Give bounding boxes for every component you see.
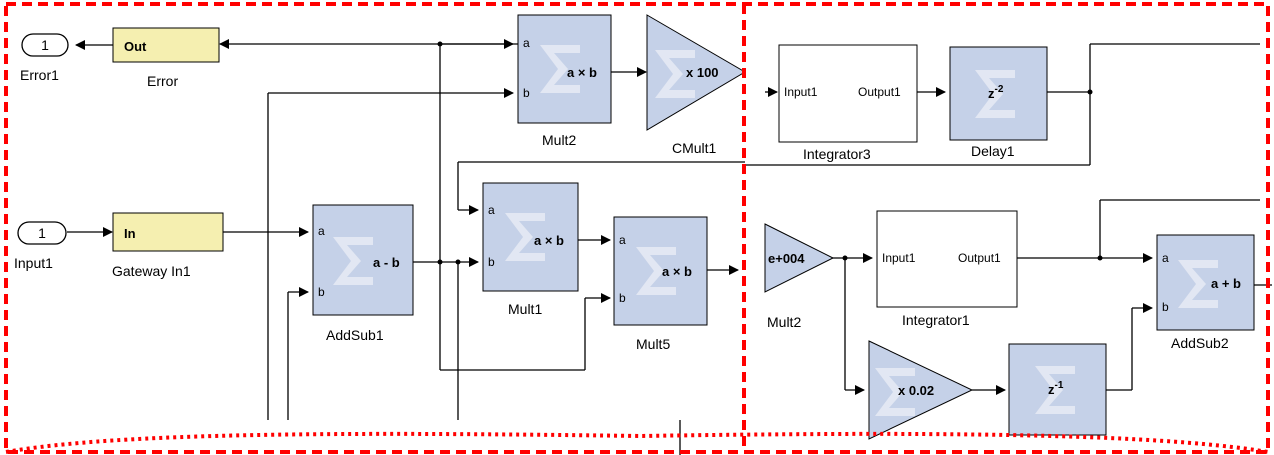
addsub1-block[interactable]: a b a - b AddSub1 bbox=[312, 204, 414, 343]
delay-z1-block[interactable]: z-1 bbox=[1008, 343, 1107, 436]
addsub1-op: a - b bbox=[373, 255, 400, 270]
cmult2-gain-block[interactable]: e+004 Mult2 bbox=[764, 223, 835, 330]
port-a-label: a bbox=[1162, 251, 1169, 265]
addsub1-label: AddSub1 bbox=[326, 327, 384, 343]
cmult3-op: x 0.02 bbox=[898, 383, 934, 398]
port-b-label: b bbox=[619, 291, 626, 305]
gateway-in-label: Gateway In1 bbox=[112, 263, 191, 279]
mult5-label: Mult5 bbox=[636, 336, 670, 352]
mult2-block[interactable]: a b a × b Mult2 bbox=[517, 14, 612, 148]
port-b-label: b bbox=[1162, 300, 1169, 314]
input1-inport[interactable]: 1 Input1 bbox=[14, 221, 67, 271]
port-a-label: a bbox=[488, 203, 495, 217]
subsystem-input-port: Input1 bbox=[784, 85, 818, 99]
port-a-label: a bbox=[619, 233, 626, 247]
gateway-in-text: In bbox=[124, 226, 136, 241]
port-a-label: a bbox=[318, 224, 325, 238]
input1-label: Input1 bbox=[14, 255, 53, 271]
gateway-out-block[interactable]: Out Error bbox=[112, 27, 220, 89]
error1-outport[interactable]: 1 Error1 bbox=[20, 33, 69, 83]
delay1-label: Delay1 bbox=[971, 143, 1015, 159]
subsystem-output-port: Output1 bbox=[858, 85, 901, 99]
error1-label: Error1 bbox=[20, 67, 59, 83]
mult2-label: Mult2 bbox=[542, 132, 576, 148]
cmult1-label: CMult1 bbox=[672, 140, 717, 156]
mult1-label: Mult1 bbox=[508, 301, 542, 317]
signal-wires bbox=[67, 39, 1272, 455]
mult1-op: a × b bbox=[534, 233, 564, 248]
integrator1-subsystem[interactable]: Input1 Output1 Integrator1 bbox=[876, 210, 1018, 328]
gateway-out-text: Out bbox=[124, 39, 147, 54]
delay1-block[interactable]: z-2 Delay1 bbox=[949, 46, 1048, 159]
cmult1-gain-block[interactable]: x 100 CMult1 bbox=[646, 14, 746, 156]
cmult2-label: Mult2 bbox=[767, 314, 801, 330]
cmult3-gain-block[interactable]: x 0.02 bbox=[868, 340, 974, 440]
cmult2-op: e+004 bbox=[768, 251, 805, 266]
addsub2-block[interactable]: a b a + b AddSub2 bbox=[1156, 234, 1255, 351]
integrator3-subsystem[interactable]: Input1 Output1 Integrator3 bbox=[778, 44, 918, 162]
input1-port-number: 1 bbox=[38, 225, 46, 241]
addsub2-label: AddSub2 bbox=[1171, 335, 1229, 351]
port-b-label: b bbox=[488, 255, 495, 269]
mult5-block[interactable]: a b a × b Mult5 bbox=[613, 216, 708, 352]
gateway-in-block[interactable]: In Gateway In1 bbox=[112, 212, 224, 279]
highlight-frames bbox=[4, 2, 1270, 454]
mult1-block[interactable]: a b a × b Mult1 bbox=[482, 182, 579, 317]
port-b-label: b bbox=[523, 86, 530, 100]
cmult1-op: x 100 bbox=[686, 65, 719, 80]
mult5-op: a × b bbox=[662, 264, 692, 279]
addsub2-op: a + b bbox=[1211, 276, 1241, 291]
gateway-out-label: Error bbox=[147, 73, 178, 89]
port-b-label: b bbox=[318, 285, 325, 299]
integrator3-label: Integrator3 bbox=[803, 146, 871, 162]
subsystem-input-port: Input1 bbox=[882, 251, 916, 265]
port-a-label: a bbox=[523, 36, 530, 50]
integrator1-label: Integrator1 bbox=[902, 312, 970, 328]
mult2-op: a × b bbox=[567, 65, 597, 80]
subsystem-output-port: Output1 bbox=[958, 251, 1001, 265]
error1-port-number: 1 bbox=[41, 37, 49, 53]
